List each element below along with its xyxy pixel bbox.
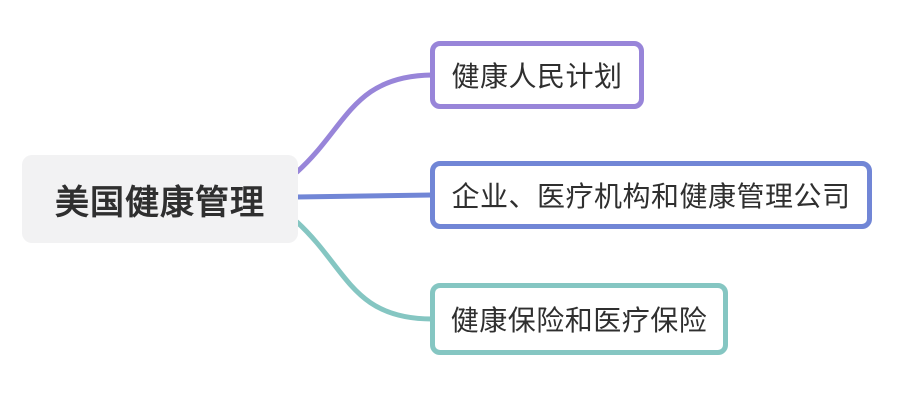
branch-node-health-medical-insurance[interactable]: 健康保险和医疗保险 [430,283,728,355]
root-node[interactable]: 美国健康管理 [22,155,298,243]
branch-node-label: 健康人民计划 [451,61,623,92]
root-node-label: 美国健康管理 [55,183,265,222]
connector-branch-top [294,72,435,175]
branch-node-healthy-people-plan[interactable]: 健康人民计划 [430,41,644,109]
connector-branch-middle [293,192,435,200]
branch-node-label: 健康保险和医疗保险 [450,305,708,336]
branch-node-enterprises-medical-institutions[interactable]: 企业、医疗机构和健康管理公司 [430,161,872,229]
branch-node-label: 企业、医疗机构和健康管理公司 [451,181,851,212]
connector-branch-bottom [294,219,435,322]
